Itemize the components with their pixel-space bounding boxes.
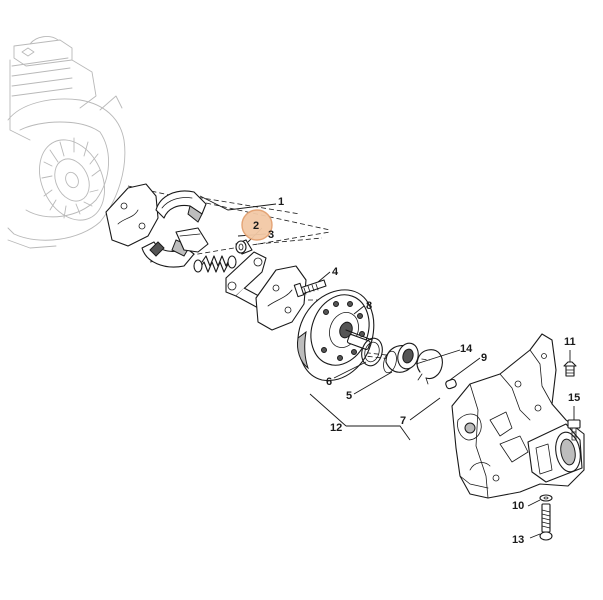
screw-part-4 (293, 279, 327, 298)
gear-housing (451, 333, 585, 499)
bolt-part-13 (539, 503, 553, 541)
bushing-part-2 (235, 239, 253, 255)
clutch-springs (193, 255, 237, 273)
washer-part-10 (539, 494, 553, 502)
clutch-shoes (141, 190, 209, 268)
callout-labels: 1 2 3 4 8 6 5 14 9 7 12 11 15 10 13 (241, 196, 580, 546)
callout-8[interactable]: 8 (366, 300, 372, 312)
callout-11[interactable]: 11 (564, 336, 576, 348)
callout-15[interactable]: 15 (568, 392, 580, 404)
callout-4[interactable]: 4 (332, 266, 339, 278)
callout-14[interactable]: 14 (460, 343, 473, 355)
snap-ring-part-6 (361, 337, 383, 367)
engine-ghost (7, 36, 126, 249)
callout-3[interactable]: 3 (268, 229, 274, 241)
clutch-plate-left (105, 183, 159, 247)
callout-7[interactable]: 7 (400, 415, 406, 427)
circlip-part-14 (416, 349, 443, 385)
callout-10[interactable]: 10 (512, 500, 524, 512)
callout-1[interactable]: 1 (278, 196, 284, 208)
callout-12[interactable]: 12 (330, 422, 342, 434)
callout-13[interactable]: 13 (512, 534, 524, 546)
bearing-part-5 (383, 342, 419, 374)
callout-6[interactable]: 6 (326, 376, 332, 388)
clutch-drum-part-8 (297, 289, 375, 382)
callout-5[interactable]: 5 (346, 390, 352, 402)
clutch-plate-right (255, 265, 307, 331)
drum-holes (321, 301, 365, 361)
callout-2[interactable]: 2 (253, 220, 259, 232)
highlight-marker[interactable] (241, 209, 273, 241)
screw-part-11 (563, 361, 577, 377)
pin-part-9 (445, 378, 457, 390)
callout-9[interactable]: 9 (481, 352, 487, 364)
leader-lines (199, 195, 575, 539)
